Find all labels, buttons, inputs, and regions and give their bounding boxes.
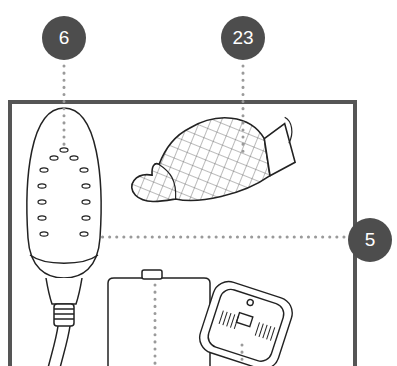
steam-hole <box>82 200 90 204</box>
steam-hole <box>82 184 90 188</box>
grille-slot <box>234 316 238 329</box>
kettle-base <box>108 270 210 366</box>
steam-hole <box>60 148 68 152</box>
grille-slot <box>259 324 263 337</box>
steam-hole <box>70 156 78 160</box>
filter-cap <box>196 277 297 366</box>
power-cord <box>48 304 74 366</box>
callout-circle: 6 <box>42 16 86 60</box>
callout-number: 6 <box>42 16 86 60</box>
steam-hole <box>82 216 90 220</box>
grille-slot <box>219 311 223 324</box>
grille-slot <box>223 312 227 325</box>
box-frame <box>10 102 355 366</box>
grille-slot <box>263 325 267 338</box>
callout-number: 5 <box>348 218 392 262</box>
steam-hole <box>38 200 46 204</box>
leader-lines <box>64 66 344 366</box>
callout-number: 23 <box>221 16 265 60</box>
steam-hole <box>40 168 48 172</box>
steam-hole <box>80 232 88 236</box>
steam-hole <box>38 216 46 220</box>
grille-slot <box>227 313 231 326</box>
grille-slot <box>230 314 234 327</box>
steam-hole <box>40 232 48 236</box>
grille-slot <box>270 327 274 340</box>
grille-slot <box>267 326 271 339</box>
callout-circle: 5 <box>348 218 392 262</box>
oven-glove <box>119 96 306 222</box>
grille-slot <box>255 322 259 335</box>
steam-hole <box>38 184 46 188</box>
steam-hole <box>80 168 88 172</box>
callout-circle: 23 <box>221 16 265 60</box>
steam-hole <box>50 156 58 160</box>
